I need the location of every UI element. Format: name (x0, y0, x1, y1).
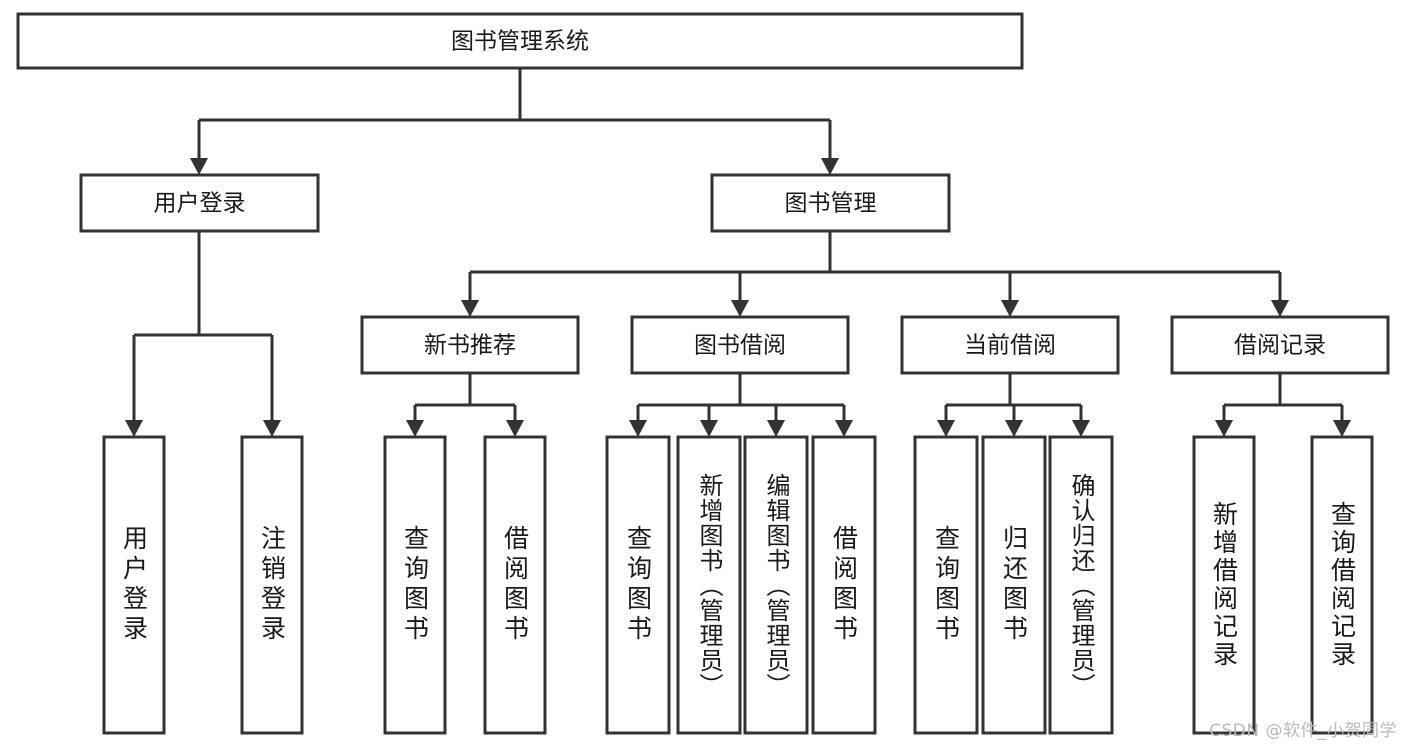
node-box-new-book-recommend (360, 315, 580, 375)
node-label-wrap-leaf-borrow-book-recommend: 借阅图书 (500, 525, 530, 645)
node-label-wrap-leaf-query-book-recommend: 查询图书 (400, 525, 430, 645)
node-layer: 图书管理系统用户登录图书管理新书推荐图书借阅当前借阅借阅记录用户登录注销登录查询… (16, 12, 1390, 735)
node-label-root: 图书管理系统 (451, 29, 589, 55)
node-label-leaf-add-book-admin: 新增图书（管理员） (695, 472, 723, 698)
arrow-head-icon (1005, 420, 1023, 437)
arrow-head-icon (1215, 420, 1233, 437)
node-user-login[interactable]: 用户登录 (79, 173, 320, 233)
node-box-book-manage (710, 173, 951, 233)
node-box-leaf-query-book-borrow (605, 435, 671, 735)
node-label-leaf-user-login: 用户登录 (119, 525, 149, 645)
node-box-leaf-user-logout (240, 435, 304, 735)
arrow-head-icon (506, 420, 524, 437)
node-new-book-recommend[interactable]: 新书推荐 (360, 315, 580, 375)
arrow-head-icon (1271, 300, 1289, 317)
node-label-leaf-confirm-return-admin: 确认归还（管理员） (1067, 472, 1095, 698)
node-current-borrow[interactable]: 当前借阅 (900, 315, 1120, 375)
arrow-head-icon (190, 158, 208, 175)
node-label-wrap-leaf-query-book-borrow: 查询图书 (623, 525, 653, 645)
node-label-leaf-query-borrow-record: 查询借阅记录 (1327, 501, 1357, 669)
node-leaf-query-borrow-record[interactable]: 查询借阅记录 (1310, 435, 1374, 735)
node-label-wrap-leaf-user-login: 用户登录 (119, 525, 149, 645)
node-leaf-borrow-book[interactable]: 借阅图书 (811, 435, 877, 735)
node-label-leaf-query-book-borrow: 查询图书 (623, 525, 653, 645)
node-box-root (16, 12, 1024, 70)
node-box-leaf-borrow-book (811, 435, 877, 735)
node-label-leaf-return-book: 归还图书 (999, 525, 1029, 645)
node-label-wrap-leaf-borrow-book: 借阅图书 (829, 525, 859, 645)
arrow-head-icon (767, 420, 785, 437)
arrow-head-icon (700, 420, 718, 437)
arrow-head-icon (1001, 300, 1019, 317)
node-label-wrap-leaf-add-borrow-record: 新增借阅记录 (1209, 501, 1239, 669)
node-label-wrap-leaf-return-book: 归还图书 (999, 525, 1029, 645)
node-box-leaf-edit-book-admin (743, 435, 809, 735)
node-box-book-borrow (630, 315, 850, 375)
node-borrow-record[interactable]: 借阅记录 (1170, 315, 1390, 375)
node-leaf-user-logout[interactable]: 注销登录 (240, 435, 304, 735)
node-label-wrap-leaf-user-logout: 注销登录 (257, 525, 287, 645)
node-leaf-return-book[interactable]: 归还图书 (981, 435, 1047, 735)
node-label-new-book-recommend: 新书推荐 (424, 333, 516, 359)
node-label-leaf-query-book-recommend: 查询图书 (400, 525, 430, 645)
node-label-current-borrow: 当前借阅 (964, 333, 1056, 359)
node-box-leaf-query-book-current (913, 435, 979, 735)
arrow-head-icon (406, 420, 424, 437)
node-root[interactable]: 图书管理系统 (16, 12, 1024, 70)
arrow-head-icon (731, 300, 749, 317)
node-box-leaf-user-login (102, 435, 166, 735)
node-box-leaf-return-book (981, 435, 1047, 735)
node-leaf-borrow-book-recommend[interactable]: 借阅图书 (483, 435, 547, 735)
node-label-leaf-edit-book-admin: 编辑图书（管理员） (762, 472, 790, 698)
node-label-leaf-borrow-book-recommend: 借阅图书 (500, 525, 530, 645)
node-box-leaf-confirm-return-admin (1048, 435, 1114, 735)
arrow-head-icon (461, 300, 479, 317)
arrow-head-icon (125, 420, 143, 437)
node-label-user-login: 用户登录 (154, 191, 246, 217)
node-leaf-query-book-borrow[interactable]: 查询图书 (605, 435, 671, 735)
node-label-wrap-leaf-query-book-current: 查询图书 (931, 525, 961, 645)
node-leaf-user-login[interactable]: 用户登录 (102, 435, 166, 735)
node-book-manage[interactable]: 图书管理 (710, 173, 951, 233)
arrow-head-icon (1072, 420, 1090, 437)
node-label-book-borrow: 图书借阅 (694, 333, 786, 359)
arrow-head-icon (263, 420, 281, 437)
node-label-wrap-leaf-edit-book-admin: 编辑图书（管理员） (762, 472, 790, 698)
node-label-leaf-add-borrow-record: 新增借阅记录 (1209, 501, 1239, 669)
node-box-leaf-query-borrow-record (1310, 435, 1374, 735)
node-label-wrap-leaf-confirm-return-admin: 确认归还（管理员） (1067, 472, 1095, 698)
arrow-head-icon (937, 420, 955, 437)
connector-layer (125, 68, 1351, 437)
node-label-wrap-leaf-add-book-admin: 新增图书（管理员） (695, 472, 723, 698)
arrow-head-icon (629, 420, 647, 437)
node-leaf-edit-book-admin[interactable]: 编辑图书（管理员） (743, 435, 809, 735)
node-label-book-manage: 图书管理 (785, 191, 877, 217)
arrow-head-icon (821, 158, 839, 175)
node-leaf-confirm-return-admin[interactable]: 确认归还（管理员） (1048, 435, 1114, 735)
arrow-head-icon (835, 420, 853, 437)
node-label-leaf-borrow-book: 借阅图书 (829, 525, 859, 645)
node-label-borrow-record: 借阅记录 (1234, 333, 1326, 359)
node-leaf-add-book-admin[interactable]: 新增图书（管理员） (676, 435, 742, 735)
node-box-borrow-record (1170, 315, 1390, 375)
node-box-leaf-add-book-admin (676, 435, 742, 735)
node-book-borrow[interactable]: 图书借阅 (630, 315, 850, 375)
arrow-head-icon (1333, 420, 1351, 437)
node-leaf-add-borrow-record[interactable]: 新增借阅记录 (1192, 435, 1256, 735)
node-leaf-query-book-recommend[interactable]: 查询图书 (383, 435, 447, 735)
node-box-user-login (79, 173, 320, 233)
node-box-leaf-borrow-book-recommend (483, 435, 547, 735)
node-label-wrap-leaf-query-borrow-record: 查询借阅记录 (1327, 501, 1357, 669)
node-box-current-borrow (900, 315, 1120, 375)
node-label-leaf-user-logout: 注销登录 (257, 525, 287, 645)
node-box-leaf-add-borrow-record (1192, 435, 1256, 735)
node-label-leaf-query-book-current: 查询图书 (931, 525, 961, 645)
node-leaf-query-book-current[interactable]: 查询图书 (913, 435, 979, 735)
node-box-leaf-query-book-recommend (383, 435, 447, 735)
